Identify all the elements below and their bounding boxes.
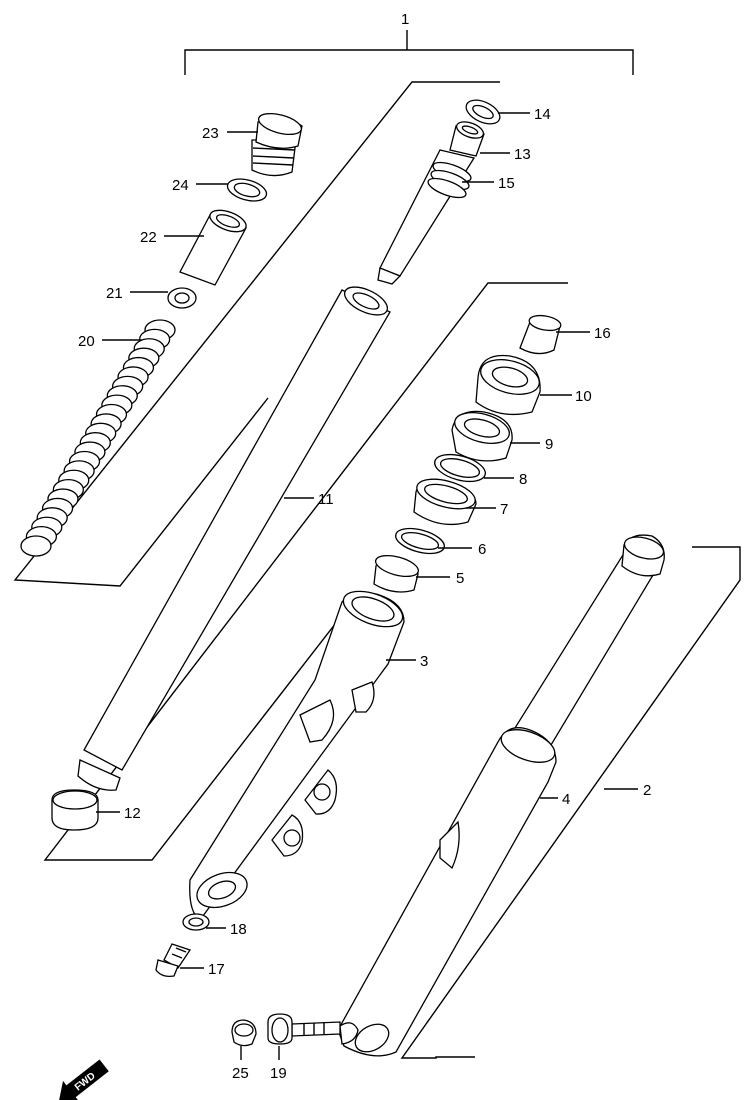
callout-14: 14 [534,106,551,123]
forward-arrow-icon: FWD [59,1059,109,1100]
callout-22: 22 [140,229,157,246]
sub-assembly-bracket-right [400,546,741,1059]
callout-16: 16 [594,325,611,342]
callout-24: 24 [172,177,189,194]
fork-assembly-part-2 [509,534,665,751]
callout-10: 10 [575,388,592,405]
leader-lines [96,112,638,1060]
o-ring-part-24 [226,178,268,202]
fork-cap-bolt-part-23 [251,112,303,177]
dust-seal-part-10 [475,354,541,416]
callout-11: 11 [318,491,334,508]
fork-spring-part-20 [20,319,176,557]
guide-bushing-part-12 [51,789,99,831]
callout-12: 12 [124,805,141,822]
damper-rod-part-15 [377,149,476,285]
outer-tube-part-3 [189,590,405,921]
callout-7: 7 [500,501,508,518]
oil-seal-part-9 [451,410,513,462]
inner-tube-part-11 [77,286,391,791]
callout-1: 1 [401,11,409,28]
callout-25: 25 [232,1065,249,1082]
spacer-ring-part-6 [395,527,445,555]
callout-18: 18 [230,921,247,938]
gasket-part-18 [182,913,210,931]
oil-seal-retainer-part-7 [413,478,477,526]
outer-tube-part-4 [337,727,557,1057]
oil-lock-piece-part-16 [519,314,562,355]
spring-washer-part-21 [167,287,197,309]
assembly-bracket-1 [184,30,634,75]
callout-17: 17 [208,961,225,978]
callout-3: 3 [420,653,428,670]
callout-19: 19 [270,1065,287,1082]
slide-bushing-part-5 [373,554,420,593]
stopper-ring-part-8 [434,453,486,483]
callout-2: 2 [643,782,651,799]
spring-coil [20,535,52,557]
callout-4: 4 [562,791,570,808]
callout-20: 20 [78,333,95,350]
callout-21: 21 [106,285,123,302]
callout-23: 23 [202,125,219,142]
cap-part-25 [231,1019,257,1047]
sub-assembly-bracket-middle [43,282,568,861]
piston-ring-part-14 [465,99,501,125]
callout-6: 6 [478,541,486,558]
rebound-spring-part-13 [449,121,485,157]
axle-bolt-part-19 [267,1013,341,1045]
callout-13: 13 [514,146,531,163]
callout-5: 5 [456,570,464,587]
callout-8: 8 [519,471,527,488]
sub-assembly-bracket-left [13,81,500,587]
callout-9: 9 [545,436,553,453]
callout-labels: 1 2 3 4 5 6 7 8 9 10 11 12 13 14 15 16 1… [78,11,651,1082]
spacer-tube-part-22 [179,209,247,286]
callout-15: 15 [498,175,515,192]
bolt-part-17 [155,943,192,978]
